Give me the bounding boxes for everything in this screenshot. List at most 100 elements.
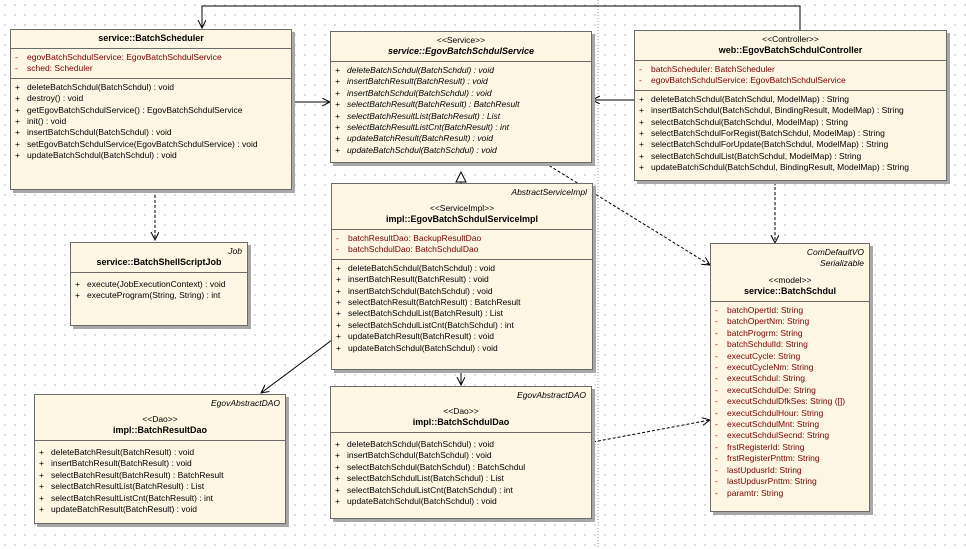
- class-batch-schdul-dao[interactable]: EgovAbstractDAO <<Dao>> impl::BatchSchdu…: [330, 386, 592, 519]
- visibility-marker: -: [715, 419, 718, 430]
- operation-row: +updateBatchResult(BatchResult) : void: [336, 331, 590, 342]
- operation-text: updateBatchSchdul(BatchSchdul) : void: [27, 150, 177, 161]
- class-name: service::EgovBatchSchdulService: [387, 46, 535, 56]
- visibility-marker: +: [335, 439, 340, 449]
- operation-row: +selectBatchSchdulList(BatchResult) : Li…: [336, 308, 590, 319]
- class-parent-tag: AbstractServiceImpl: [511, 187, 587, 197]
- class-header: <<Service>> service::EgovBatchSchdulServ…: [331, 32, 591, 62]
- operation-text: selectBatchResultList(BatchResult) : Lis…: [51, 481, 205, 492]
- visibility-marker: +: [639, 150, 644, 161]
- operation-text: selectBatchResult(BatchResult) : BatchRe…: [348, 297, 521, 308]
- attribute-text: lastUpdusrPnttm: String: [727, 476, 817, 487]
- attributes-compartment: -batchScheduler: BatchScheduler -egovBat…: [635, 61, 946, 91]
- class-header: service::BatchScheduler: [11, 30, 291, 49]
- class-batch-scheduler[interactable]: service::BatchScheduler -egovBatchSchdul…: [10, 29, 292, 190]
- attribute-text: executSchdulHour: String: [727, 407, 824, 418]
- operation-text: deleteBatchSchdul(BatchSchdul) : void: [347, 65, 494, 75]
- attribute-text: egovBatchSchdulService: EgovBatchSchdulS…: [27, 52, 222, 62]
- operation-row: +selectBatchResult(BatchResult) : BatchR…: [336, 297, 590, 308]
- visibility-marker: +: [336, 285, 341, 296]
- operation-text: deleteBatchResult(BatchResult) : void: [51, 447, 195, 457]
- visibility-marker: +: [335, 133, 340, 144]
- attribute-text: paramtr: String: [727, 487, 784, 498]
- attribute-text: executSchdul: String: [727, 373, 805, 384]
- operation-row: +insertBatchResult(BatchResult) : void: [335, 76, 589, 87]
- class-stereotype: <<Service>>: [436, 35, 486, 45]
- operation-text: selectBatchResultListCnt(BatchResult) : …: [347, 122, 510, 133]
- visibility-marker: +: [15, 81, 20, 92]
- visibility-marker: +: [639, 139, 644, 150]
- attribute-text: batchResultDao: BackupResultDao: [348, 233, 482, 243]
- operation-text: updateBatchSchdul(BatchSchdul) : void: [347, 496, 497, 507]
- operation-row: +updateBatchSchdul(BatchSchdul) : void: [336, 343, 590, 354]
- attribute-text: executSchdulDe: String: [727, 384, 816, 395]
- visibility-marker: -: [715, 487, 718, 498]
- assoc-controller-scheduler: [202, 5, 801, 30]
- attribute-row: -batchSchdulDao: BatchSchdulDao: [336, 244, 590, 255]
- class-batch-schdul-service-impl[interactable]: AbstractServiceImpl <<ServiceImpl>> impl…: [331, 183, 593, 370]
- class-batch-shell-script-job[interactable]: Job service::BatchShellScriptJob +execut…: [70, 242, 248, 326]
- attribute-row: -executSchdul: String: [715, 373, 867, 384]
- attribute-row: -batchOpertNm: String: [715, 316, 867, 327]
- operation-row: +updateBatchResult(BatchResult) : void: [39, 504, 283, 515]
- class-stereotype: <<Controller>>: [762, 34, 819, 44]
- visibility-marker: +: [39, 458, 44, 469]
- visibility-marker: +: [335, 110, 340, 121]
- class-header: Job service::BatchShellScriptJob: [71, 243, 247, 273]
- class-parent-tag: EgovAbstractDAO: [517, 390, 586, 400]
- class-batch-schdul-service[interactable]: <<Service>> service::EgovBatchSchdulServ…: [330, 31, 592, 163]
- visibility-marker: +: [15, 127, 20, 138]
- class-batch-schdul-controller[interactable]: <<Controller>> web::EgovBatchSchdulContr…: [634, 30, 947, 181]
- operation-text: updateBatchSchdul(BatchSchdul, BindingRe…: [651, 162, 909, 173]
- attribute-row: -executSchdulSecnd: String: [715, 430, 867, 441]
- operation-row: +insertBatchSchdul(BatchSchdul) : void: [336, 286, 590, 297]
- operation-text: deleteBatchSchdul(BatchSchdul) : void: [348, 262, 495, 273]
- attribute-row: -batchProgrm: String: [715, 328, 867, 339]
- class-header: EgovAbstractDAO <<Dao>> impl::BatchResul…: [35, 395, 285, 441]
- operation-text: deleteBatchSchdul(BatchSchdul) : void: [347, 439, 494, 449]
- class-parent-tag: Job: [228, 246, 242, 256]
- operation-text: getEgovBatchSchdulService() : EgovBatchS…: [27, 104, 243, 115]
- operations-compartment: +deleteBatchSchdul(BatchSchdul, ModelMap…: [635, 91, 946, 177]
- operation-row: +selectBatchResultListCnt(BatchResult) :…: [39, 493, 283, 504]
- operation-row: +insertBatchResult(BatchResult) : void: [39, 458, 283, 469]
- visibility-marker: +: [335, 496, 340, 507]
- operation-row: +selectBatchSchdulListCnt(BatchSchdul) :…: [335, 485, 589, 496]
- attribute-row: -frstRegisterId: String: [715, 442, 867, 453]
- visibility-marker: -: [715, 441, 718, 452]
- operation-text: destroy() : void: [27, 93, 84, 104]
- attribute-row: -executCycle: String: [715, 351, 867, 362]
- operation-text: updateBatchResult(BatchResult) : void: [51, 504, 197, 515]
- operations-compartment: + deleteBatchSchdul(BatchSchdul) : void +…: [332, 260, 592, 357]
- operation-row: +deleteBatchSchdul(BatchSchdul) : void: [15, 82, 289, 93]
- class-batch-result-dao[interactable]: EgovAbstractDAO <<Dao>> impl::BatchResul…: [34, 394, 286, 524]
- operations-compartment: + deleteBatchSchdul(BatchSchdul) : void +…: [331, 433, 591, 510]
- attribute-text: executSchdulMnt: String: [727, 419, 820, 430]
- visibility-marker: +: [336, 274, 341, 285]
- operation-row: +insertBatchSchdul(BatchSchdul) : void: [335, 88, 589, 99]
- attributes-compartment: -batchResultDao: BackupResultDao -batchS…: [332, 230, 592, 260]
- class-batch-schdul-model[interactable]: ComDefaultVO Serializable <<model>> serv…: [710, 243, 870, 512]
- visibility-marker: +: [39, 447, 44, 457]
- visibility-marker: -: [715, 316, 718, 327]
- visibility-marker: -: [715, 350, 718, 361]
- operation-row: +selectBatchResult(BatchResult) : BatchR…: [335, 99, 589, 110]
- attribute-row: -batchOpertId: String: [715, 305, 867, 316]
- attributes-compartment: -egovBatchSchdulService: EgovBatchSchdul…: [11, 49, 291, 79]
- visibility-marker: -: [715, 453, 718, 464]
- operation-row: +selectBatchSchdulList(BatchSchdul) : Li…: [335, 473, 589, 484]
- attribute-text: executCycle: String: [727, 350, 801, 361]
- visibility-marker: +: [639, 162, 644, 173]
- class-stereotype: <<Dao>>: [443, 406, 479, 416]
- visibility-marker: +: [639, 128, 644, 139]
- visibility-marker: +: [336, 319, 341, 330]
- attribute-row: -batchSchdulId: String: [715, 339, 867, 350]
- operation-row: +init() : void: [15, 116, 289, 127]
- operation-row: +updateBatchSchdul(BatchSchdul) : void: [335, 145, 589, 156]
- attribute-text: executCycleNm: String: [727, 362, 814, 373]
- realization-arrowhead: [455, 170, 467, 183]
- attribute-row: -lastUpdusrPnttm: String: [715, 476, 867, 487]
- operation-text: execute(JobExecutionContext) : void: [87, 279, 226, 289]
- operation-row: +updateBatchResult(BatchResult) : void: [335, 133, 589, 144]
- operation-row: +getEgovBatchSchdulService() : EgovBatch…: [15, 105, 289, 116]
